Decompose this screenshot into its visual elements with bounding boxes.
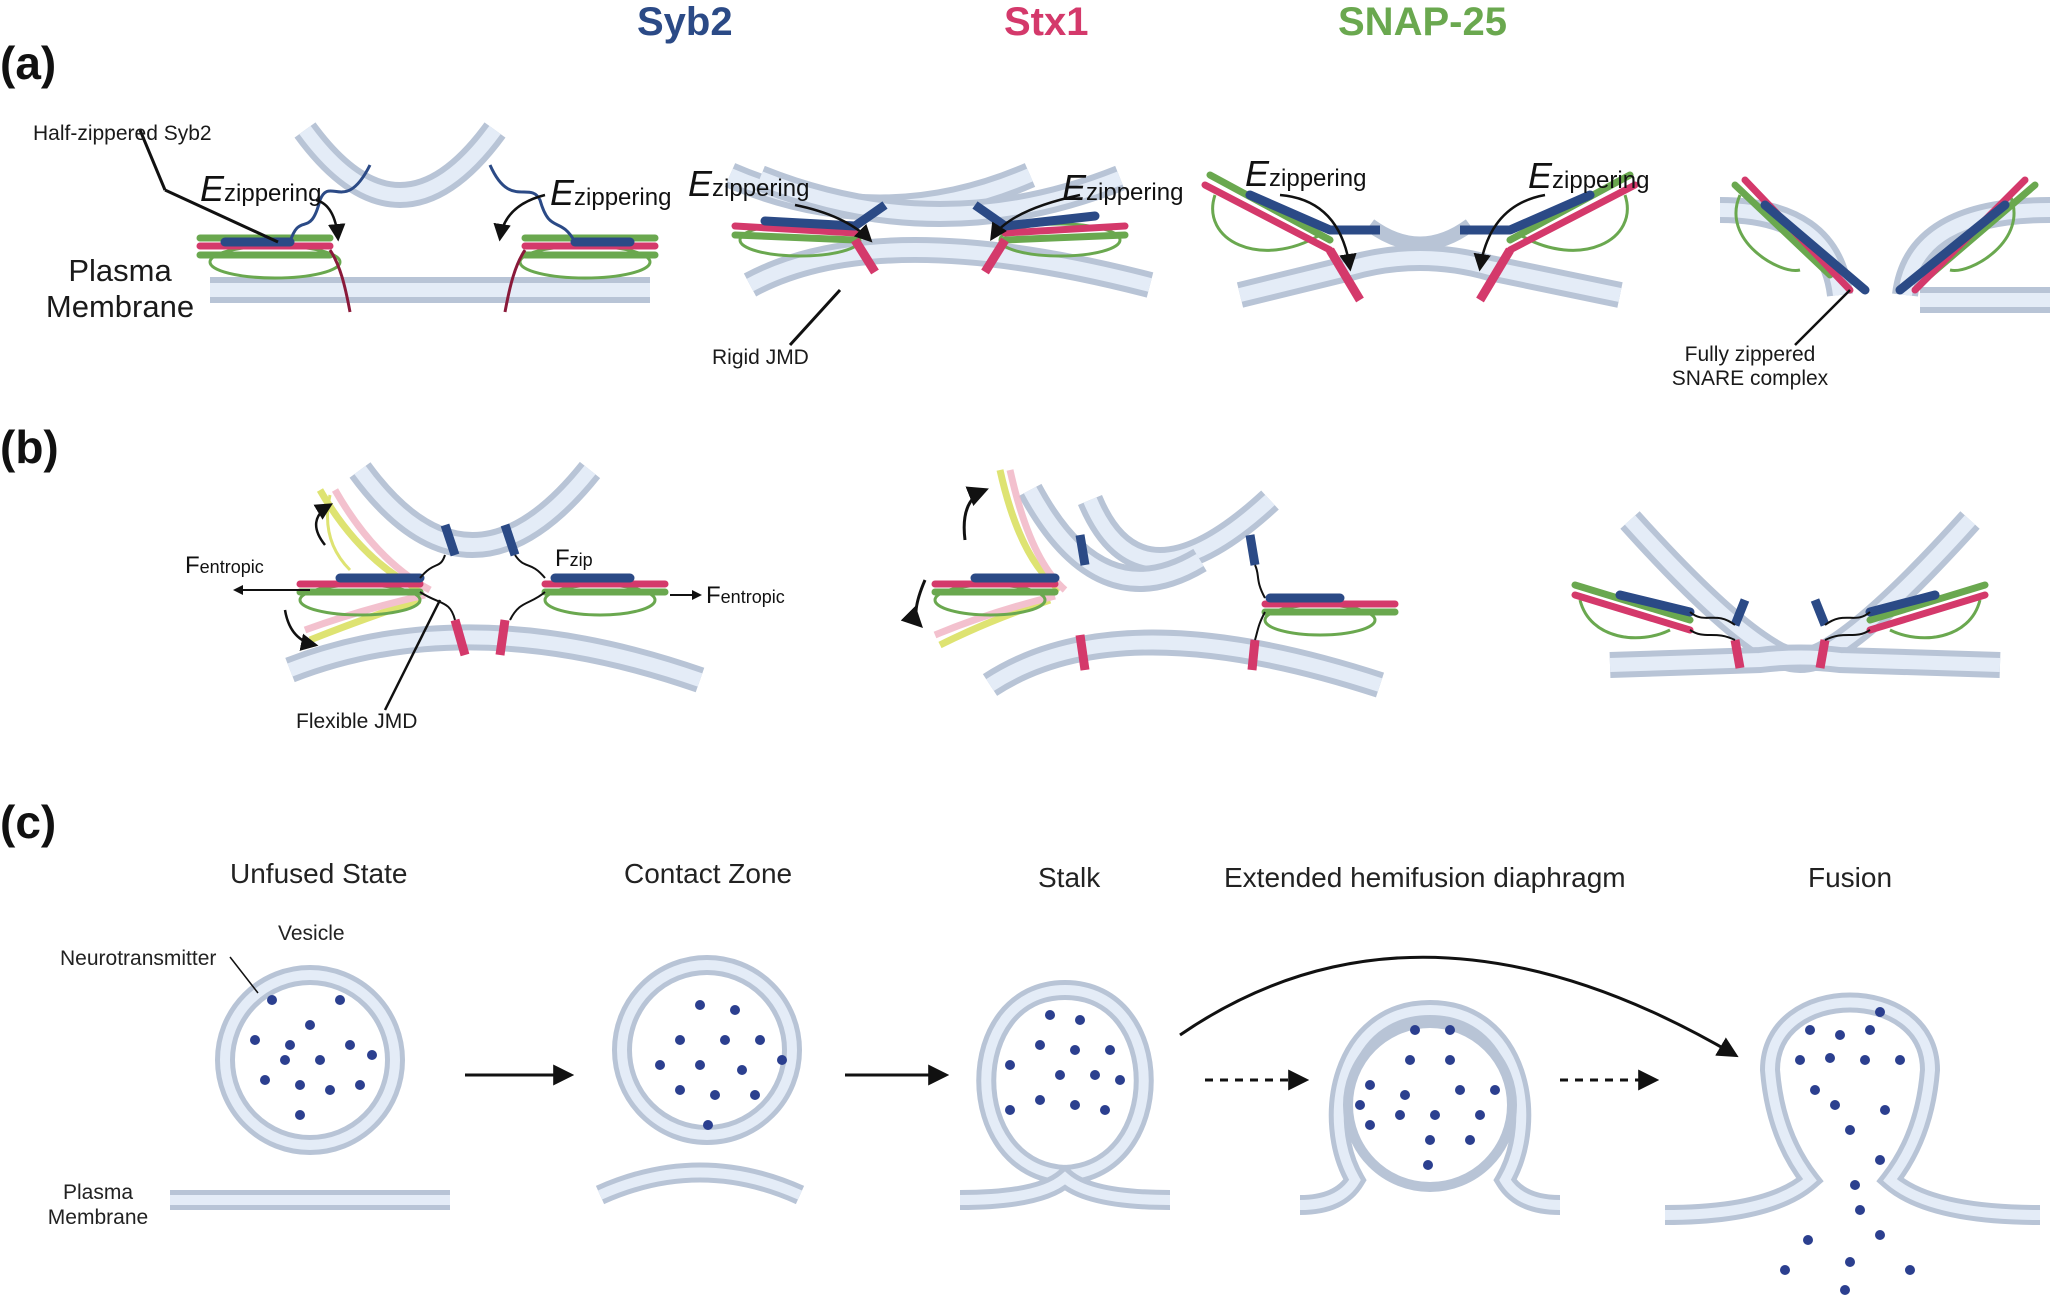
f-entropic-sub: entropic [720, 587, 785, 607]
a2-snares [731, 201, 1129, 275]
b1-snares [296, 523, 669, 657]
e-subscript: zippering [574, 184, 672, 211]
half-zippered-label: Half-zippered Syb2 [33, 122, 212, 145]
f-entropic-label-right: Fentropic [706, 582, 785, 610]
e-symbol: E [1245, 153, 1270, 194]
neurotransmitter-dots [250, 995, 1915, 1295]
f-entropic-sub: entropic [199, 557, 264, 577]
e-symbol: E [1528, 155, 1553, 196]
e-subscript: zippering [1086, 179, 1184, 206]
rigid-jmd-label: Rigid JMD [712, 346, 809, 369]
plasma-membrane-c-line1: Plasma [62, 1181, 134, 1204]
stage-title-contact-zone: Contact Zone [624, 858, 793, 889]
half-zipper-pointer [164, 188, 279, 244]
e-symbol: E [1062, 167, 1087, 208]
f-symbol: F [555, 545, 570, 572]
f-entropic-label-left: Fentropic [185, 552, 264, 580]
a3-snares [1201, 171, 1639, 303]
e-subscript: zippering [712, 175, 810, 202]
e-symbol: E [688, 163, 713, 204]
ezippering-label-a1-right: Ezippering [550, 172, 671, 214]
panel-c-graphics [170, 955, 2041, 1225]
a1-snare-left [196, 164, 372, 313]
legend-stx1: Stx1 [1004, 0, 1089, 44]
fully-zippered-label: Fully zippered SNARE complex [1655, 343, 1845, 391]
plasma-membrane-line2: Membrane [45, 288, 195, 324]
stage-title-fusion: Fusion [1808, 862, 1893, 893]
stage-title-stalk: Stalk [1038, 862, 1101, 893]
neurotransmitter-label: Neurotransmitter [60, 947, 217, 970]
legend-syb2: Syb2 [637, 0, 733, 44]
legend-snap25: SNAP-25 [1338, 0, 1507, 44]
ezippering-label-a2-left: Ezippering [688, 163, 809, 205]
flexible-jmd-label: Flexible JMD [296, 710, 418, 733]
e-subscript: zippering [1269, 165, 1367, 192]
e-symbol: E [550, 172, 575, 213]
stage-title-unfused: Unfused State [230, 858, 408, 889]
ezippering-label-a3-left: Ezippering [1245, 153, 1366, 195]
plasma-membrane-line1: Plasma [68, 253, 172, 288]
e-symbol: E [200, 168, 225, 209]
plasma-membrane-label-a: Plasma Membrane [40, 253, 200, 324]
fully-zippered-line2: SNARE complex [1671, 367, 1829, 391]
panel-b-graphics [233, 461, 2001, 711]
ezippering-label-a1-left: Ezippering [200, 168, 321, 210]
panel-label-c: (c) [0, 796, 57, 848]
fully-zippered-line1: Fully zippered [1684, 343, 1816, 366]
panel-a-graphics [138, 122, 2050, 347]
panel-label-b: (b) [0, 421, 59, 473]
a1-snare-right [488, 164, 659, 313]
plasma-membrane-c-line2: Membrane [47, 1206, 149, 1230]
f-zip-sub: zip [569, 550, 593, 570]
e-subscript: zippering [224, 180, 322, 207]
a4-membranes [1719, 197, 2050, 313]
f-symbol: F [706, 582, 721, 609]
a4-snares [1731, 176, 2039, 295]
ezippering-label-a2-right: Ezippering [1062, 167, 1183, 209]
f-symbol: F [185, 552, 200, 579]
ezippering-label-a3-right: Ezippering [1528, 155, 1649, 197]
panel-label-a: (a) [0, 37, 57, 89]
f-zip-label: Fzip [555, 545, 593, 573]
plasma-membrane-label-c: Plasma Membrane [42, 1180, 154, 1230]
e-subscript: zippering [1552, 167, 1650, 194]
a1-membranes [210, 122, 650, 303]
vesicle-label: Vesicle [278, 922, 345, 945]
stage-title-hemifusion: Extended hemifusion diaphragm [1224, 862, 1626, 893]
